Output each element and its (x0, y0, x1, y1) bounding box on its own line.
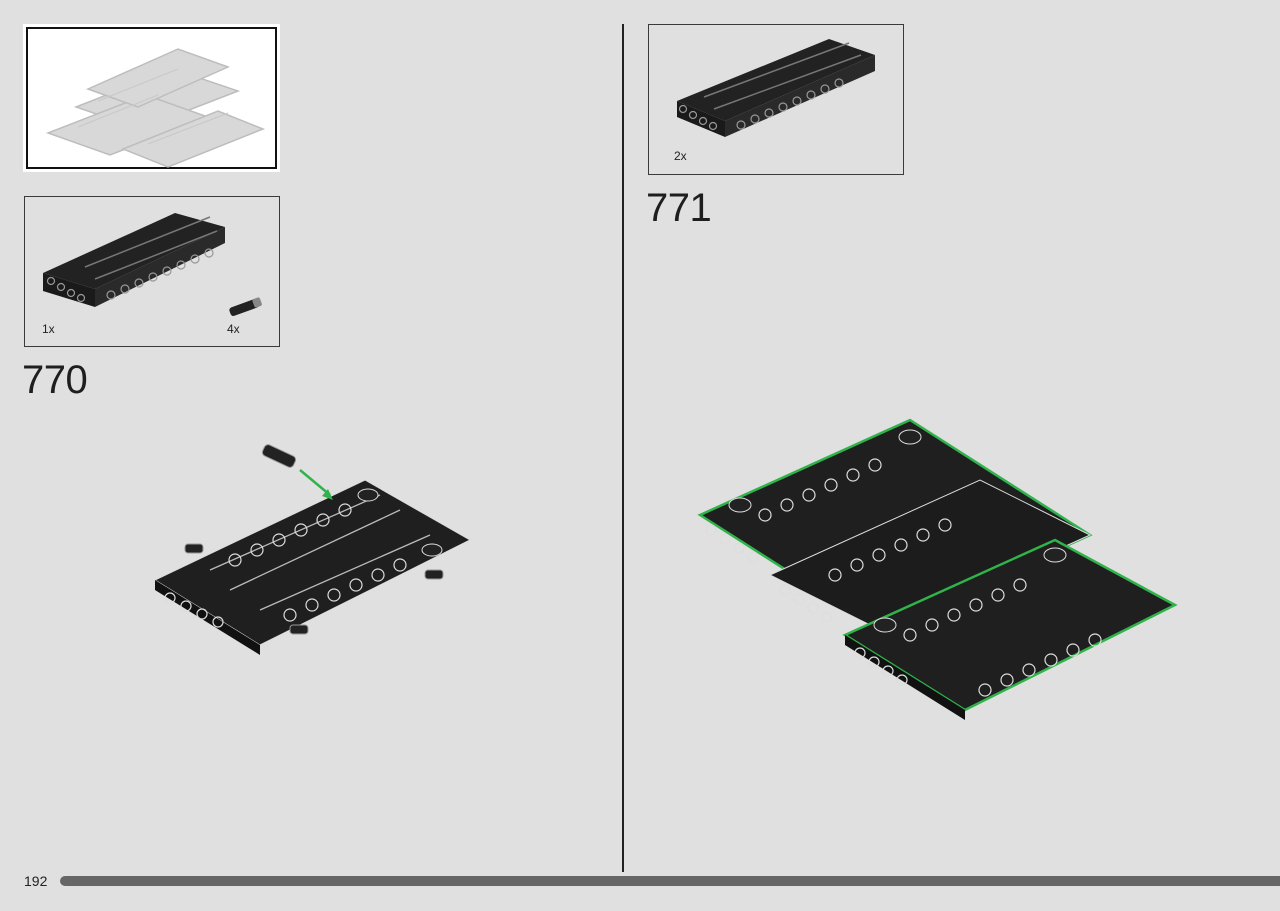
submodel-thumbnail (23, 24, 280, 172)
part-qty: 4x (227, 322, 240, 336)
part-qty: 2x (674, 149, 687, 163)
step-number: 770 (22, 358, 88, 402)
beam-panel-icon (677, 39, 875, 137)
submodel-preview-image (45, 48, 266, 168)
parts-callout-770: 1x 4x (24, 196, 280, 347)
step-number: 771 (646, 186, 712, 230)
page-number: 192 (24, 873, 48, 889)
beam-panel-icon (43, 213, 225, 307)
page-divider (622, 24, 624, 872)
progress-bar (60, 876, 1280, 886)
parts-callout-771: 2x (648, 24, 904, 175)
part-qty: 1x (42, 322, 55, 336)
step-770-illustration (153, 444, 472, 655)
connector-pin-icon (229, 297, 262, 316)
step-771-illustration (697, 418, 1178, 720)
